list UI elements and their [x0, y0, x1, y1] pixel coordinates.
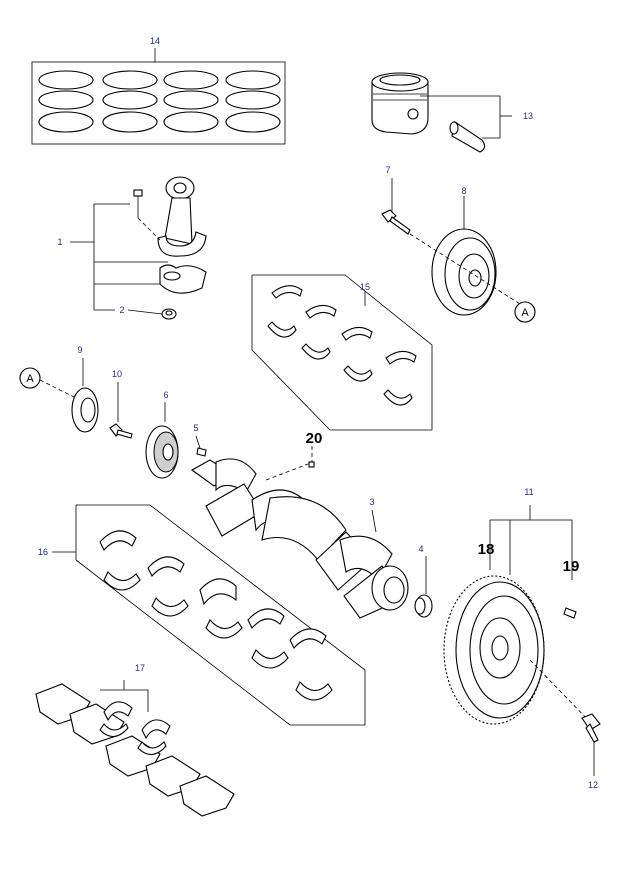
- callout-7: 7: [385, 165, 390, 175]
- ref-a-top: A: [521, 307, 529, 319]
- pulley-bolt: [381, 178, 411, 235]
- callout-16: 16: [38, 547, 48, 557]
- callout-20: 20: [306, 430, 323, 447]
- callout-11: 11: [524, 487, 533, 497]
- crankshaft: [190, 446, 409, 619]
- callout-labels: 14 13 1 2 7 8 15 9 10 6 5 20 3 11 18 19 …: [26, 36, 598, 790]
- callout-10: 10: [112, 369, 122, 379]
- callout-15: 15: [360, 282, 370, 292]
- callout-13: 13: [523, 111, 533, 121]
- crank-pulley: [409, 196, 536, 323]
- callout-9: 9: [77, 345, 82, 355]
- callout-17: 17: [135, 663, 145, 673]
- rod-nut: [161, 308, 177, 320]
- sensor-plate: [19, 358, 99, 433]
- callout-18: 18: [478, 541, 495, 558]
- timing-sprocket: [145, 402, 179, 479]
- callout-2: 2: [119, 305, 124, 315]
- piston-assembly: [371, 72, 512, 153]
- callout-3: 3: [369, 497, 374, 507]
- main-bearing-caps: [35, 680, 235, 817]
- ref-a-left: A: [26, 373, 34, 385]
- callout-19: 19: [563, 558, 580, 575]
- callout-12: 12: [588, 780, 598, 790]
- pilot-bearing: [414, 556, 433, 618]
- callout-1: 1: [57, 237, 62, 247]
- rod-bolt: [133, 189, 161, 241]
- callout-6: 6: [163, 390, 168, 400]
- piston-ring-set: [31, 48, 286, 145]
- callout-5: 5: [193, 423, 198, 433]
- callout-4: 4: [418, 544, 423, 554]
- connecting-rod: [70, 176, 207, 320]
- woodruff-key: [195, 435, 207, 457]
- bearing-set-lower: [52, 504, 366, 726]
- callout-8: 8: [461, 186, 466, 196]
- ring-stack: [38, 70, 281, 133]
- sprocket-bolt: [109, 382, 133, 439]
- bearing-set-upper: [251, 274, 433, 431]
- flywheel: [443, 505, 601, 776]
- callout-14: 14: [150, 36, 160, 46]
